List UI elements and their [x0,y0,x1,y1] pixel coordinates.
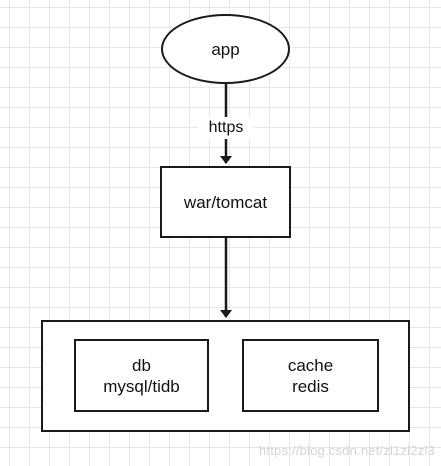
watermark-text: https://blog.csdn.net/zl1zl2zl3 [258,443,435,458]
https-edge-label: https [198,117,254,139]
app-node: app [161,14,290,84]
tomcat-node-label: war/tomcat [183,192,268,212]
tomcat-node: war/tomcat [160,166,291,238]
db-node: db mysql/tidb [74,339,209,412]
app-node-label: app [211,39,240,59]
cache-node-subtitle: redis [292,376,329,396]
db-node-title: db [132,355,151,375]
cache-node-title: cache [287,355,334,375]
cache-node: cache redis [242,339,379,412]
db-node-subtitle: mysql/tidb [103,376,180,396]
